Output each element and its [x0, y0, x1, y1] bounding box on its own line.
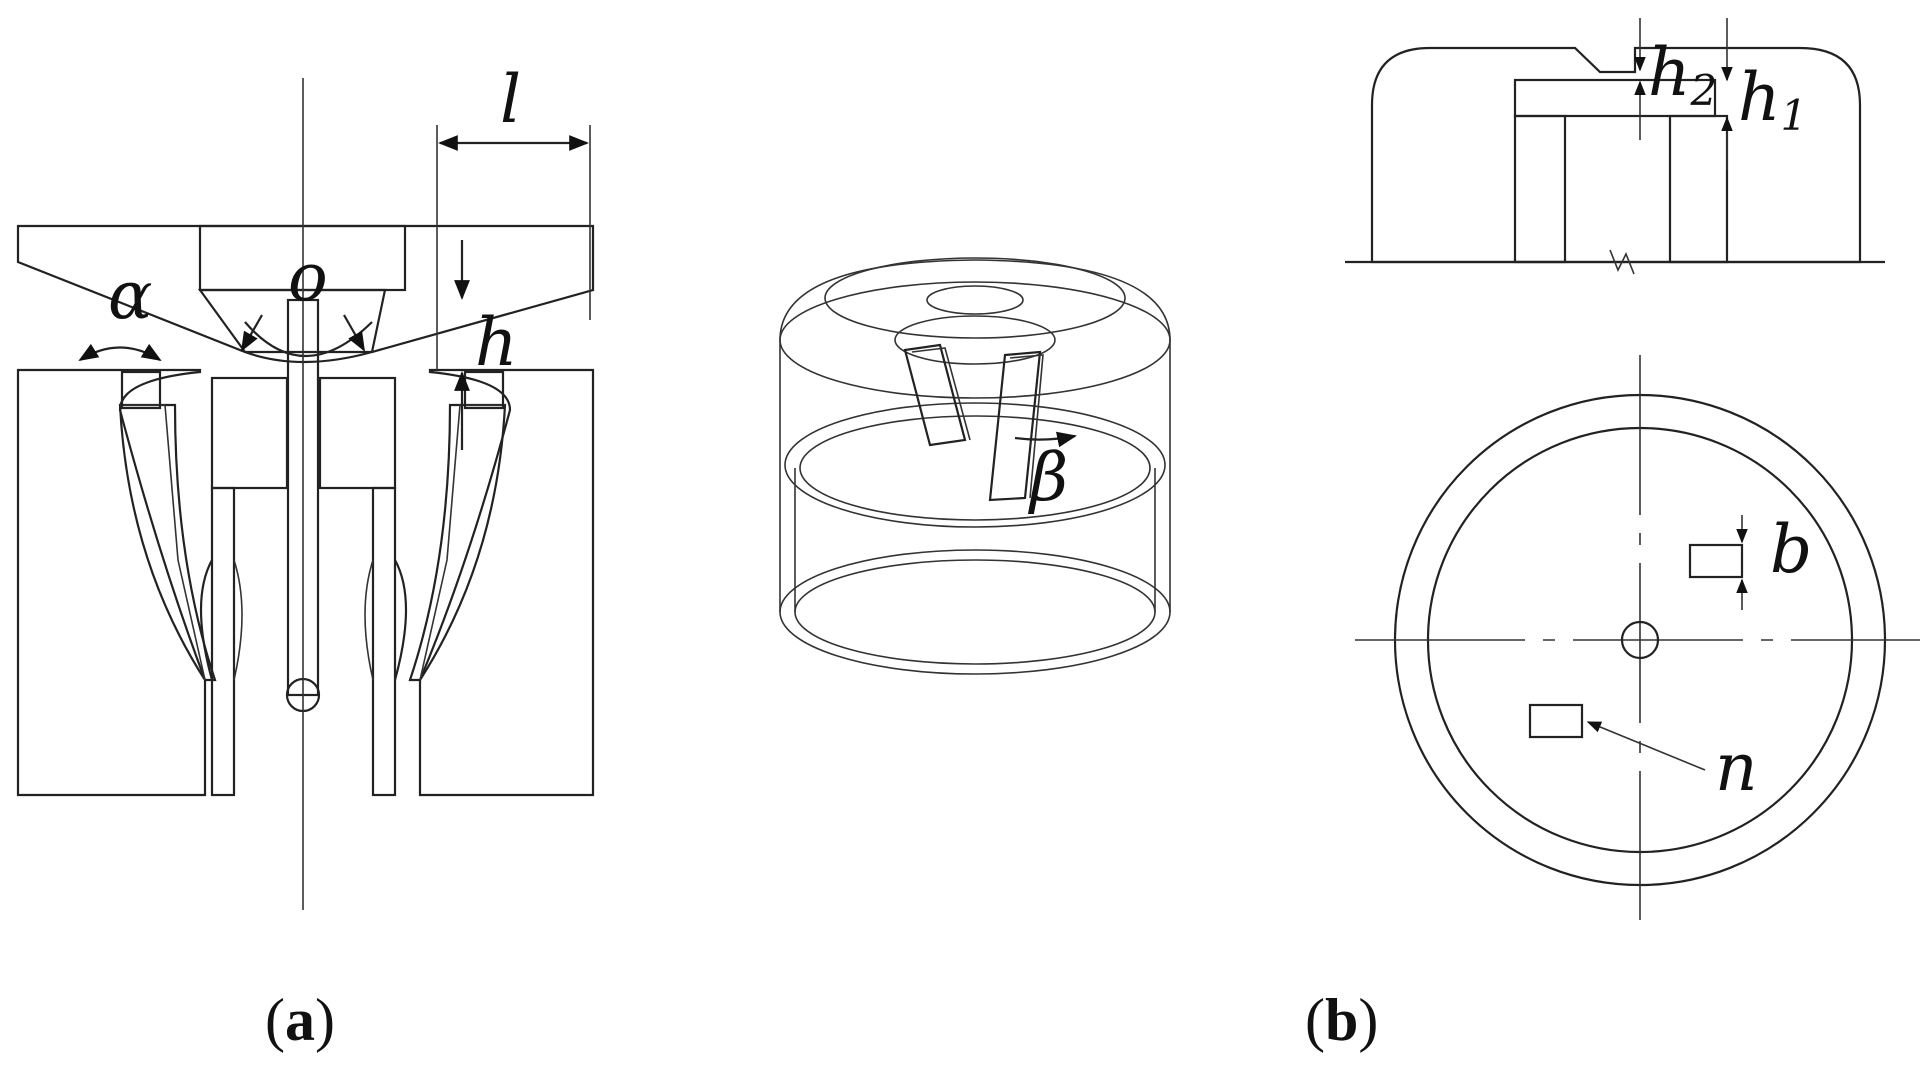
- left-center-block: [210, 376, 289, 490]
- label-h1: h1: [1738, 59, 1807, 140]
- blade-right: [988, 350, 1042, 502]
- panel-a-cross-section: α o l h (a): [16, 61, 595, 1053]
- middle-ring: [784, 402, 1166, 528]
- label-beta: β: [1027, 439, 1068, 516]
- blade-left: [903, 343, 967, 447]
- label-alpha: α: [108, 257, 153, 334]
- panel-b-section-view: h2 h1: [1345, 18, 1885, 275]
- lower-die: [16, 368, 595, 797]
- panel-b-isometric-view: β: [779, 257, 1171, 675]
- slot-n: [1528, 703, 1584, 739]
- right-center-block: [318, 376, 397, 490]
- angle-alpha-arc: [78, 343, 162, 362]
- caption-b: (b): [1305, 987, 1378, 1053]
- left-sleeve: [210, 486, 236, 797]
- panel-b-plan-view: b n (b): [1305, 355, 1920, 1053]
- label-n: n: [1715, 729, 1758, 806]
- caption-a: (a): [265, 987, 335, 1053]
- label-l: l: [500, 61, 521, 138]
- label-h2: h2: [1648, 34, 1717, 115]
- bottom-ring: [779, 549, 1171, 675]
- right-sleeve: [371, 486, 397, 797]
- slot-b: [1688, 543, 1744, 579]
- label-b: b: [1770, 511, 1812, 588]
- label-h: h: [475, 304, 518, 381]
- label-o: o: [288, 239, 328, 316]
